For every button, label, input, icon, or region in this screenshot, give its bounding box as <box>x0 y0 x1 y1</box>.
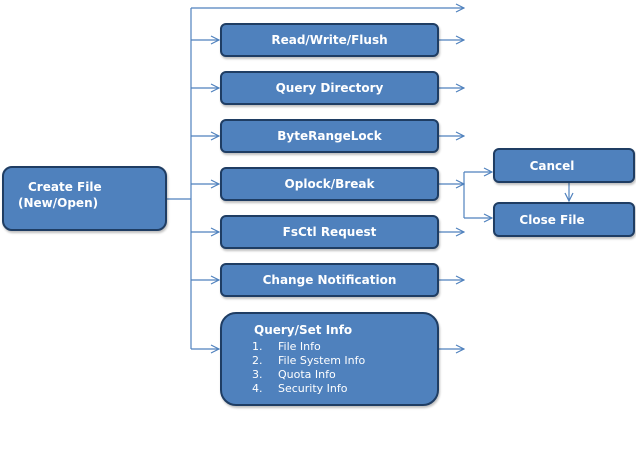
oplock-break-label: Oplock/Break <box>284 177 375 191</box>
byte-range-lock-box: ByteRangeLock <box>220 119 439 153</box>
oplock-break-box: Oplock/Break <box>220 167 439 201</box>
create-file-label-line1: Create File <box>28 180 102 194</box>
list-item-number: 2. <box>252 354 263 367</box>
list-item-number: 4. <box>252 382 263 395</box>
list-item: 3. Quota Info <box>252 368 365 382</box>
list-item-label: File Info <box>278 340 321 353</box>
read-write-flush-label: Read/Write/Flush <box>271 33 388 47</box>
change-notification-box: Change Notification <box>220 263 439 297</box>
query-set-info-box: Query/Set Info 1. File Info 2. File System… <box>220 312 439 406</box>
list-item-label: File System Info <box>278 354 366 367</box>
close-file-box: Close File <box>493 202 635 237</box>
list-item-label: Security Info <box>278 382 348 395</box>
list-item: 1. File Info <box>252 340 365 354</box>
cancel-box: Cancel <box>493 148 635 183</box>
list-item-number: 1. <box>252 340 263 353</box>
list-item-label: Quota Info <box>278 368 336 381</box>
query-directory-label: Query Directory <box>275 81 384 95</box>
query-set-info-title: Query/Set Info <box>254 323 353 337</box>
byte-range-lock-label: ByteRangeLock <box>277 129 382 143</box>
read-write-flush-box: Read/Write/Flush <box>220 23 439 57</box>
fsctl-request-box: FsCtl Request <box>220 215 439 249</box>
list-item: 2. File System Info <box>252 354 365 368</box>
fsctl-request-label: FsCtl Request <box>282 225 377 239</box>
create-file-label-line2: (New/Open) <box>18 196 99 210</box>
query-directory-box: Query Directory <box>220 71 439 105</box>
query-set-info-list: 1. File Info 2. File System Info 3. Quota I… <box>252 340 365 396</box>
create-file-box: Create File (New/Open) <box>2 166 167 231</box>
close-file-label: Close File <box>519 212 585 227</box>
list-item: 4. Security Info <box>252 382 365 396</box>
change-notification-label: Change Notification <box>262 273 397 287</box>
list-item-number: 3. <box>252 368 263 381</box>
cancel-label: Cancel <box>529 158 575 173</box>
